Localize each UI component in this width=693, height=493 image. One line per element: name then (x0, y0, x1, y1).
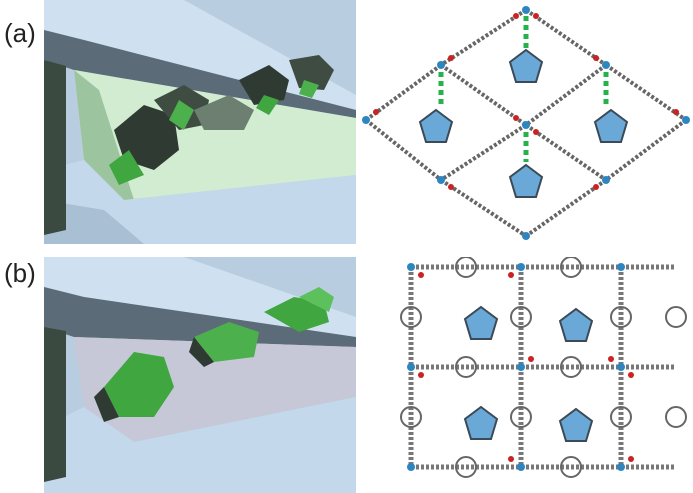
panel-label-b: (b) (4, 258, 36, 288)
hydrogen-bonds (438, 16, 609, 162)
metal-nodes (362, 6, 690, 240)
channel-render-b (44, 257, 356, 493)
metal-nodes-b (407, 263, 625, 471)
guest-molecules-b (94, 287, 334, 422)
framework-lattice-b (396, 257, 693, 493)
channel-render-a (44, 0, 356, 244)
pentagon-guests-b (463, 305, 594, 442)
panel-label-a: (a) (4, 18, 36, 48)
framework-lattice-a (356, 0, 693, 244)
pentagon-guests (418, 48, 629, 198)
guest-molecules-a (109, 55, 334, 185)
oxygen-atoms (373, 13, 679, 190)
oxygen-atoms-b (418, 272, 634, 462)
phenyl-rings (400, 257, 687, 478)
